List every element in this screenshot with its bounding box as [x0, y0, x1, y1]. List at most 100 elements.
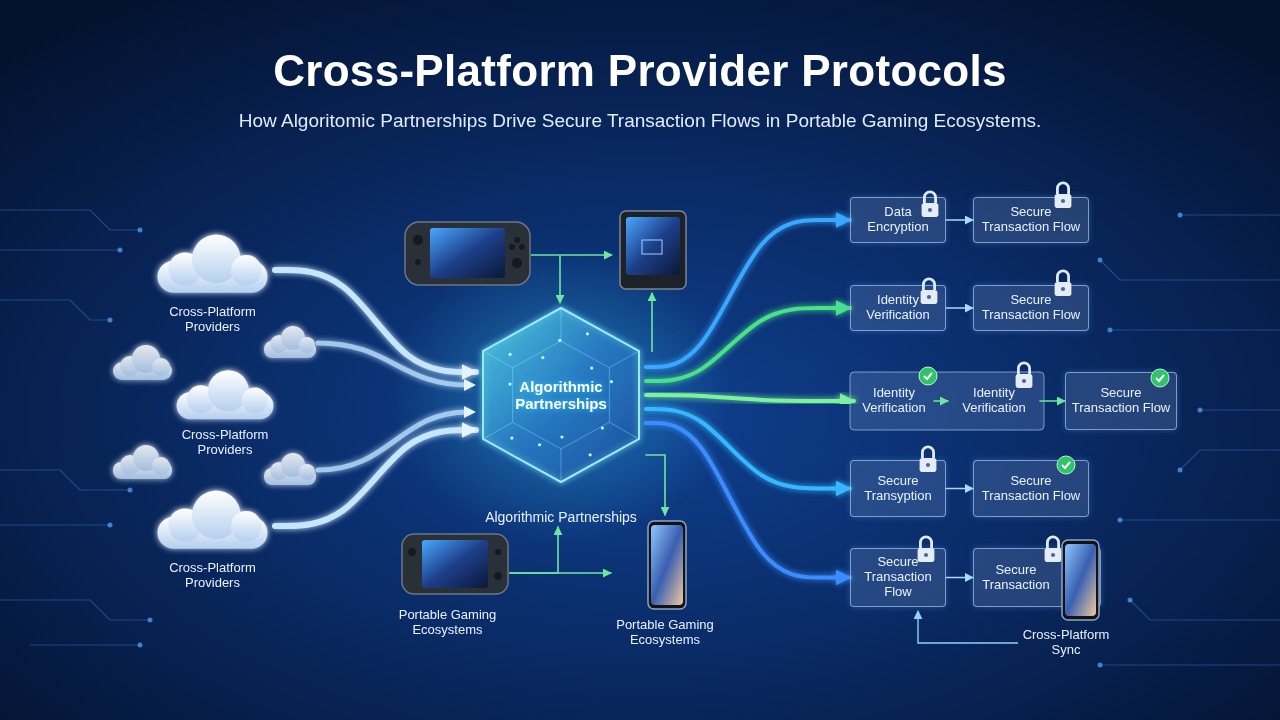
- hexagon-dot: [610, 380, 613, 383]
- lock-icon: [1055, 271, 1072, 296]
- handheld-console: [514, 237, 520, 243]
- node-text: Identity Verification: [856, 386, 932, 416]
- small-cloud: [113, 326, 316, 485]
- handheld-console: [408, 548, 416, 556]
- circuit-dots: [108, 318, 113, 323]
- process-step: Identity Verification: [854, 374, 934, 428]
- lock-icon: [920, 447, 937, 472]
- leader-arrow: [559, 255, 561, 303]
- hexagon-dot: [560, 435, 563, 438]
- hexagon-facet: [561, 308, 562, 341]
- circuit-dots: [1118, 518, 1123, 523]
- process-box: Secure Transaction Flow: [973, 460, 1089, 517]
- node-text: Portable Gaming Ecosystems: [611, 618, 719, 648]
- node-text: Cross-Platform Providers: [150, 305, 275, 335]
- circuit-lines: [0, 600, 150, 620]
- node-text: Secure Transaction Flow: [855, 555, 941, 600]
- cloud-node: Cross-Platform Providers: [170, 368, 280, 460]
- connector-arrow: [1040, 400, 1065, 402]
- hexagon-facet: [609, 422, 639, 439]
- small-cloud: [113, 445, 172, 479]
- smartphone: [1062, 540, 1099, 620]
- small-cloud: [264, 326, 316, 358]
- node-text: Algorithmic Partnerships: [476, 509, 646, 525]
- cable: [318, 343, 468, 470]
- process-box: Secure Transaction Flow: [973, 197, 1089, 243]
- hexagon-dot: [508, 353, 511, 356]
- small-cloud: [152, 358, 170, 376]
- group-frame: [850, 372, 1044, 430]
- circuit-lines: [30, 644, 140, 645]
- circuit-dots: [148, 618, 153, 623]
- smartphone: [1062, 540, 1099, 620]
- circuit-lines: [1200, 409, 1280, 410]
- data-cable: [275, 270, 476, 372]
- handheld-console: [495, 549, 501, 555]
- process-box: Identity Verification: [850, 285, 946, 331]
- smartphone: [651, 525, 683, 605]
- node-text: Cross-Platform Providers: [150, 561, 275, 591]
- small-cloud: [299, 464, 315, 480]
- circuit-lines: [0, 249, 120, 250]
- lock-icon: [918, 183, 1072, 562]
- connector-arrow: [510, 527, 558, 573]
- circuit-lines: [0, 524, 110, 525]
- node-text: Algorithmic Partnerships: [506, 305, 616, 485]
- connector-group: [275, 220, 1065, 578]
- small-cloud: [113, 345, 172, 380]
- handheld-console: [413, 235, 423, 245]
- hexagon-dot: [590, 366, 593, 369]
- circuit-lines: [1110, 329, 1280, 330]
- node-text: Cross-Platform Providers: [170, 428, 280, 458]
- small-cloud: [152, 457, 170, 475]
- hexagon-dot: [589, 453, 592, 456]
- process-box: Secure Transaction Flow: [1065, 372, 1177, 430]
- circuit-dots: [1178, 468, 1183, 473]
- cloud-shape: [231, 511, 262, 542]
- check-icon: [919, 367, 1169, 474]
- flow-arrow: [646, 220, 850, 367]
- hexagon-facet: [609, 351, 639, 368]
- connector-arrow: [946, 307, 973, 309]
- small-cloud: [299, 337, 315, 353]
- node-text: Data Encryption: [855, 205, 941, 235]
- foldable-device: [642, 240, 662, 254]
- cloud-shape: [231, 255, 262, 286]
- node-text: Secure Transaction Flow: [1070, 386, 1172, 416]
- handheld-console: [405, 222, 530, 285]
- foldable-device: [626, 217, 680, 275]
- hexagon-dot: [558, 339, 561, 342]
- circuit-lines: [1130, 600, 1280, 620]
- hexagon-dot: [586, 332, 589, 335]
- data-cable: [280, 395, 476, 401]
- connector-arrow: [646, 455, 665, 515]
- check-icon: [1057, 456, 1075, 474]
- circuit-dots: [1098, 663, 1103, 668]
- hexagon-dot: [538, 443, 541, 446]
- handheld-console: [512, 258, 522, 268]
- smartphone: [648, 521, 686, 609]
- process-box: Secure Transaction Flow: [850, 548, 946, 607]
- circuit-dots: [1178, 213, 1183, 218]
- handheld-console: [402, 534, 508, 594]
- diagram-title: Cross-Platform Provider Protocols: [0, 46, 1280, 96]
- node-text: Secure Transyption: [855, 474, 941, 504]
- leader-arrow: [918, 611, 1018, 643]
- cloud-shape: [150, 232, 275, 296]
- connector-arrow: [946, 577, 973, 579]
- circuit-lines: [1120, 519, 1280, 520]
- note-label: Cross-Platform Sync: [1018, 628, 1114, 658]
- circuit-dots: [128, 488, 133, 493]
- node-text: Portable Gaming Ecosystems: [385, 608, 510, 638]
- foldable-device: [620, 211, 686, 289]
- node-text: Secure Transaction Flow: [978, 293, 1084, 323]
- circuit-dots: [118, 248, 123, 253]
- node-text: Identity Verification: [950, 386, 1038, 416]
- device-node: Portable Gaming Ecosystems: [611, 515, 719, 650]
- cable-head: [464, 406, 476, 418]
- smartphone: [648, 521, 686, 609]
- circuit-dots: [138, 643, 143, 648]
- process-box: Secure Transyption: [850, 460, 946, 517]
